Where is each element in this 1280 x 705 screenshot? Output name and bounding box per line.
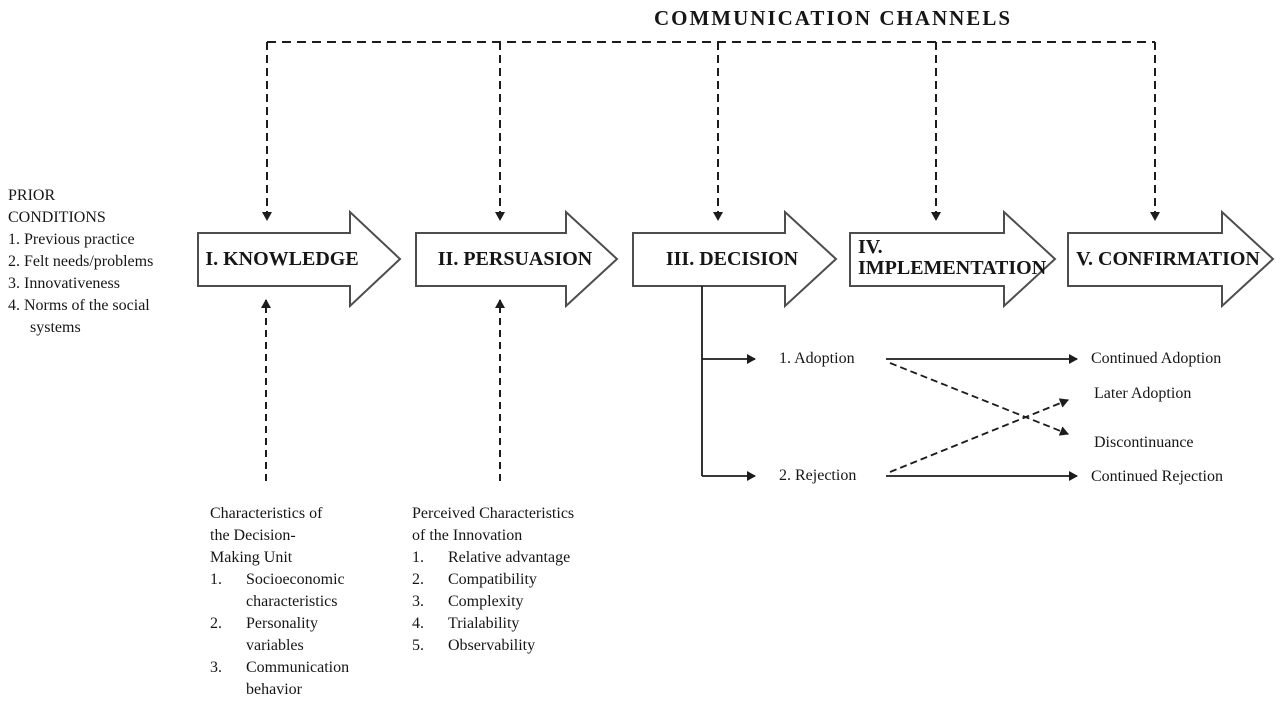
stage-label-decision: III. DECISION (665, 248, 799, 270)
branch-label-adoption: 1. Adoption (779, 350, 855, 367)
item-number: 2. (412, 571, 424, 588)
decision-unit-heading-line2: the Decision- (210, 527, 296, 544)
prior-conditions-panel: PRIOR CONDITIONS 1. Previous practice 2.… (8, 185, 198, 339)
stage-arrow-implementation (849, 209, 1057, 309)
outcome-continued-rejection: Continued Rejection (1091, 468, 1223, 485)
innovation-heading-line2: of the Innovation (412, 527, 523, 544)
decision-unit-characteristics-panel: Characteristics of the Decision- Making … (210, 503, 375, 701)
prior-condition-item: 3. Innovativeness (8, 275, 120, 292)
item-text: Communication behavior (246, 659, 350, 698)
item-text: Trialability (448, 615, 520, 632)
innovation-item: 2. Compatibility (412, 569, 612, 591)
item-number: 3. (412, 593, 424, 610)
stage-label-implementation-line1: IV. (858, 236, 883, 258)
prior-conditions-heading-line2: CONDITIONS (8, 209, 106, 226)
prior-conditions-heading-line1: PRIOR (8, 187, 56, 204)
item-number: 1. (412, 549, 424, 566)
item-text: Compatibility (448, 571, 537, 588)
innovation-characteristics-panel: Perceived Characteristics of the Innovat… (412, 503, 612, 657)
item-text: Observability (448, 637, 536, 654)
diagram-title: COMMUNICATION CHANNELS (653, 6, 1013, 30)
decision-unit-item: 3. Communication behavior (210, 657, 375, 701)
prior-condition-item: 1. Previous practice (8, 231, 135, 248)
innovation-item: 5. Observability (412, 635, 612, 657)
stage-label-confirmation: V. CONFIRMATION (1076, 248, 1260, 270)
communication-channels-dashed-lines (262, 41, 1160, 221)
prior-condition-item: 2. Felt needs/problems (8, 253, 154, 270)
innovation-item: 4. Trialability (412, 613, 612, 635)
item-number: 5. (412, 637, 424, 654)
stage-label-persuasion: II. PERSUASION (437, 248, 593, 270)
prior-condition-item: 4. Norms of the social systems (8, 297, 150, 336)
stage-arrow-knowledge (197, 209, 402, 309)
item-text: Relative advantage (448, 549, 571, 566)
stage-label-implementation-line2: IMPLEMENTATION (858, 257, 1047, 279)
characteristics-up-arrows (261, 299, 505, 481)
stage-arrow-persuasion (415, 209, 619, 309)
decision-unit-item: 1. Socioeconomic characteristics (210, 569, 375, 613)
stage-label-implementation: IV. IMPLEMENTATION (858, 237, 1046, 279)
outcome-continued-adoption: Continued Adoption (1091, 350, 1222, 367)
branch-label-rejection: 2. Rejection (779, 467, 857, 484)
item-text: Personality variables (246, 615, 318, 654)
decision-unit-heading-line1: Characteristics of (210, 505, 323, 522)
item-text: Complexity (448, 593, 524, 610)
item-text: Socioeconomic characteristics (246, 571, 345, 610)
stage-arrow-decision (632, 209, 838, 309)
outcome-crossing-dashed-lines (889, 362, 1069, 473)
decision-unit-item: 2. Personality variables (210, 613, 375, 657)
decision-unit-heading-line3: Making Unit (210, 549, 293, 566)
item-number: 2. (210, 615, 222, 632)
innovation-heading-line1: Perceived Characteristics (412, 505, 575, 522)
innovation-item: 3. Complexity (412, 591, 612, 613)
item-number: 3. (210, 659, 222, 676)
item-number: 4. (412, 615, 424, 632)
outcome-discontinuance: Discontinuance (1094, 434, 1194, 451)
item-number: 1. (210, 571, 222, 588)
stage-arrow-confirmation (1067, 209, 1275, 309)
outcome-later-adoption: Later Adoption (1094, 385, 1192, 402)
innovation-item: 1. Relative advantage (412, 547, 612, 569)
stage-label-knowledge: I. KNOWLEDGE (205, 248, 359, 270)
decision-branch-lines (701, 286, 1078, 481)
